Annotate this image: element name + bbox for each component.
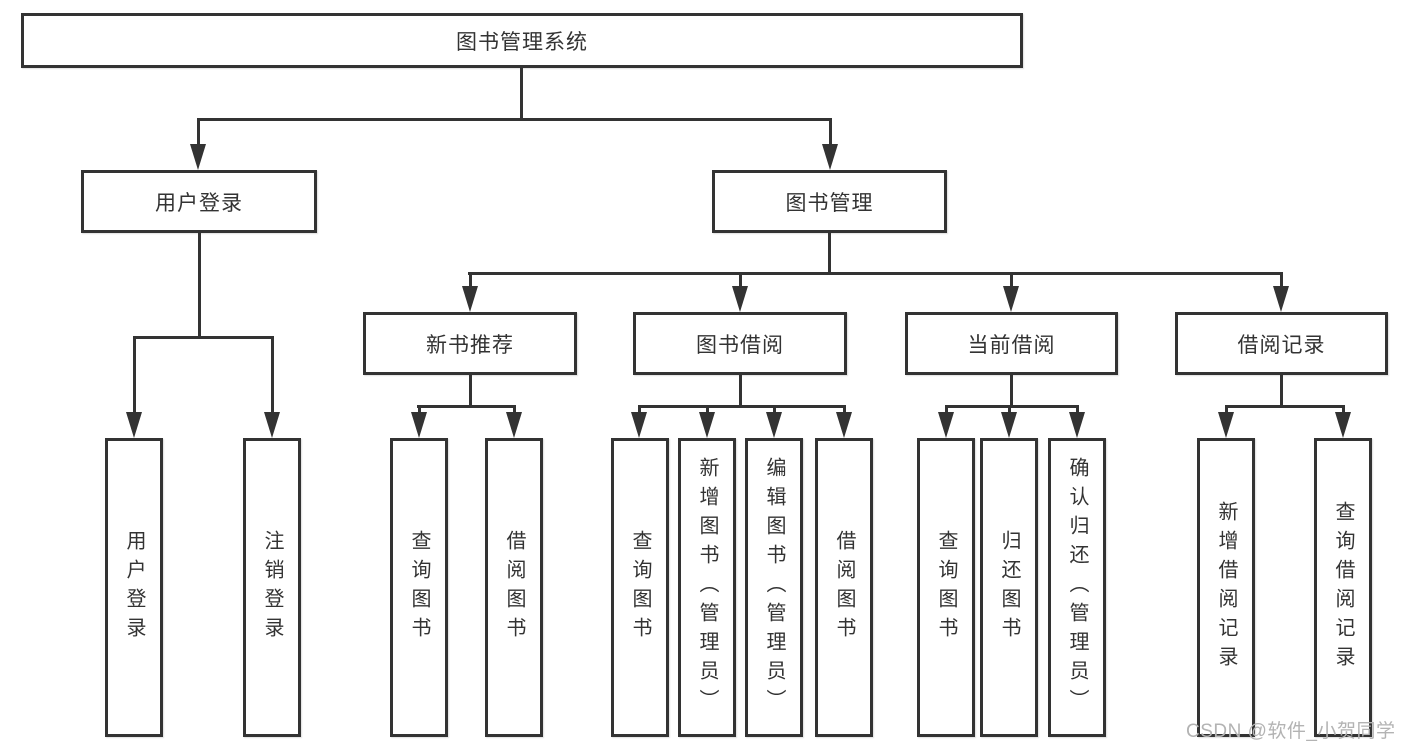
arrowhead-book-management (822, 144, 838, 170)
arrowhead-cb-return (1001, 412, 1017, 438)
leaf-current-query: 查询图书 (917, 438, 975, 737)
node-current-borrow: 当前借阅 (905, 312, 1118, 375)
connector-bookborrow-stem (739, 375, 742, 408)
node-borrow-records: 借阅记录 (1175, 312, 1388, 375)
connector-drop-book-borrow (739, 272, 742, 290)
connector-drop-bb-borrow (843, 405, 846, 417)
node-book-borrow-label: 图书借阅 (696, 333, 784, 357)
arrowhead-current-borrow (1003, 286, 1019, 312)
leaf-current-return: 归还图书 (980, 438, 1038, 737)
connector-currentborrow-stem (1010, 375, 1013, 408)
connector-records-stem (1280, 375, 1283, 408)
leaf-newbooks-query: 查询图书 (390, 438, 448, 737)
arrowhead-leaf-logout (264, 412, 280, 438)
connector-bookborrow-hline (638, 405, 846, 408)
connector-root-hline (197, 118, 831, 121)
connector-drop-rec-add (1225, 405, 1228, 417)
node-user-login: 用户登录 (81, 170, 317, 233)
connector-drop-leaf-login (133, 336, 136, 416)
leaf-records-query-label: 查询借阅记录 (1332, 500, 1354, 675)
arrowhead-cb-query (938, 412, 954, 438)
connector-drop-user-login (197, 118, 200, 148)
arrowhead-nb-borrow (506, 412, 522, 438)
leaf-current-confirm-admin-label: 确认归还（管理员） (1066, 457, 1088, 718)
arrowhead-leaf-login (126, 412, 142, 438)
connector-currentborrow-hline (945, 405, 1079, 408)
leaf-current-confirm-admin: 确认归还（管理员） (1048, 438, 1106, 737)
node-new-book-recommend: 新书推荐 (363, 312, 577, 375)
arrowhead-rec-query (1335, 412, 1351, 438)
connector-drop-leaf-logout (271, 336, 274, 416)
node-new-book-recommend-label: 新书推荐 (426, 333, 514, 357)
leaf-logout-label: 注销登录 (261, 529, 283, 646)
leaf-borrow-edit-admin: 编辑图书（管理员） (745, 438, 803, 737)
connector-drop-cb-return (1008, 405, 1011, 417)
connector-drop-bb-query (638, 405, 641, 417)
connector-records-hline (1225, 405, 1345, 408)
arrowhead-bb-add (699, 412, 715, 438)
leaf-borrow-book: 借阅图书 (815, 438, 873, 737)
arrowhead-cb-confirm (1069, 412, 1085, 438)
leaf-records-add-label: 新增借阅记录 (1215, 500, 1237, 675)
leaf-borrow-query-label: 查询图书 (629, 529, 651, 646)
leaf-user-login: 用户登录 (105, 438, 163, 737)
connector-drop-borrow-records (1280, 272, 1283, 290)
leaf-current-return-label: 归还图书 (998, 529, 1020, 646)
node-root-label: 图书管理系统 (456, 30, 588, 54)
node-borrow-records-label: 借阅记录 (1237, 333, 1326, 357)
leaf-records-add: 新增借阅记录 (1197, 438, 1255, 737)
connector-drop-book-management (829, 118, 832, 148)
leaf-borrow-add-admin: 新增图书（管理员） (678, 438, 736, 737)
leaf-newbooks-query-label: 查询图书 (408, 529, 430, 646)
leaf-records-query: 查询借阅记录 (1314, 438, 1372, 737)
arrowhead-bb-borrow (836, 412, 852, 438)
arrowhead-user-login (190, 144, 206, 170)
connector-bookmgmt-stem (828, 233, 831, 275)
leaf-newbooks-borrow: 借阅图书 (485, 438, 543, 737)
arrowhead-book-borrow (732, 286, 748, 312)
connector-level3-hline (468, 272, 1283, 275)
arrowhead-bb-edit (766, 412, 782, 438)
connector-newbook-stem (469, 375, 472, 408)
node-root: 图书管理系统 (21, 13, 1023, 68)
node-current-borrow-label: 当前借阅 (967, 333, 1056, 357)
connector-drop-nb-borrow (513, 405, 516, 417)
arrowhead-new-book (462, 286, 478, 312)
node-book-management: 图书管理 (712, 170, 947, 233)
connector-userlogin-stem (198, 233, 201, 339)
connector-userlogin-hline (133, 336, 274, 339)
arrowhead-bb-query (631, 412, 647, 438)
connector-root-stem (520, 68, 523, 120)
arrowhead-nb-query (411, 412, 427, 438)
connector-drop-bb-edit (773, 405, 776, 417)
connector-drop-new-book (469, 272, 472, 290)
node-user-login-label: 用户登录 (155, 191, 243, 215)
leaf-current-query-label: 查询图书 (935, 529, 957, 646)
leaf-borrow-book-label: 借阅图书 (833, 529, 855, 646)
connector-drop-nb-query (418, 405, 421, 417)
arrowhead-rec-add (1218, 412, 1234, 438)
leaf-borrow-add-admin-label: 新增图书（管理员） (696, 457, 718, 718)
connector-drop-cb-query (945, 405, 948, 417)
leaf-borrow-edit-admin-label: 编辑图书（管理员） (763, 457, 785, 718)
leaf-borrow-query: 查询图书 (611, 438, 669, 737)
connector-drop-bb-add (706, 405, 709, 417)
node-book-borrow: 图书借阅 (633, 312, 847, 375)
leaf-user-login-label: 用户登录 (123, 529, 145, 646)
connector-drop-cb-confirm (1076, 405, 1079, 417)
connector-drop-rec-query (1342, 405, 1345, 417)
watermark-text: CSDN @软件_小贺同学 (1186, 721, 1396, 742)
connector-drop-current-borrow (1010, 272, 1013, 290)
connector-newbook-hline (417, 405, 516, 408)
arrowhead-borrow-records (1273, 286, 1289, 312)
leaf-newbooks-borrow-label: 借阅图书 (503, 529, 525, 646)
node-book-management-label: 图书管理 (785, 191, 874, 215)
leaf-logout: 注销登录 (243, 438, 301, 737)
